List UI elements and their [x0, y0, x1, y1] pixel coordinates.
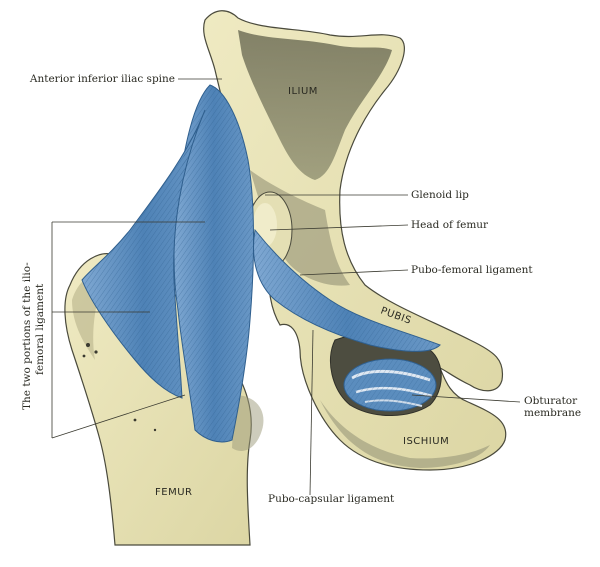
label-pubo-capsular-ligament: Pubo-capsular ligament [268, 493, 395, 505]
label-iliofemoral-line1: The two portions of the ilio- [21, 262, 33, 410]
leader-lines [51, 78, 521, 496]
label-membrane: membrane [524, 407, 581, 419]
label-iliofemoral-line2: femoral ligament [34, 283, 46, 375]
label-glenoid-lip: Glenoid lip [411, 189, 469, 201]
obturator-membrane [343, 358, 437, 412]
label-head-of-femur: Head of femur [411, 219, 489, 231]
label-ilium: ILIUM [288, 86, 318, 97]
label-obturator: Obturator [524, 395, 578, 407]
label-ischium: ISCHIUM [403, 436, 449, 447]
label-pubo-femoral-ligament: Pubo-femoral ligament [411, 264, 533, 276]
label-femur: FEMUR [155, 487, 192, 498]
pubofemoral-ligament [253, 228, 441, 352]
iliofemoral-ligament [81, 84, 255, 443]
label-anterior-inferior-iliac-spine: Anterior inferior iliac spine [29, 73, 175, 85]
